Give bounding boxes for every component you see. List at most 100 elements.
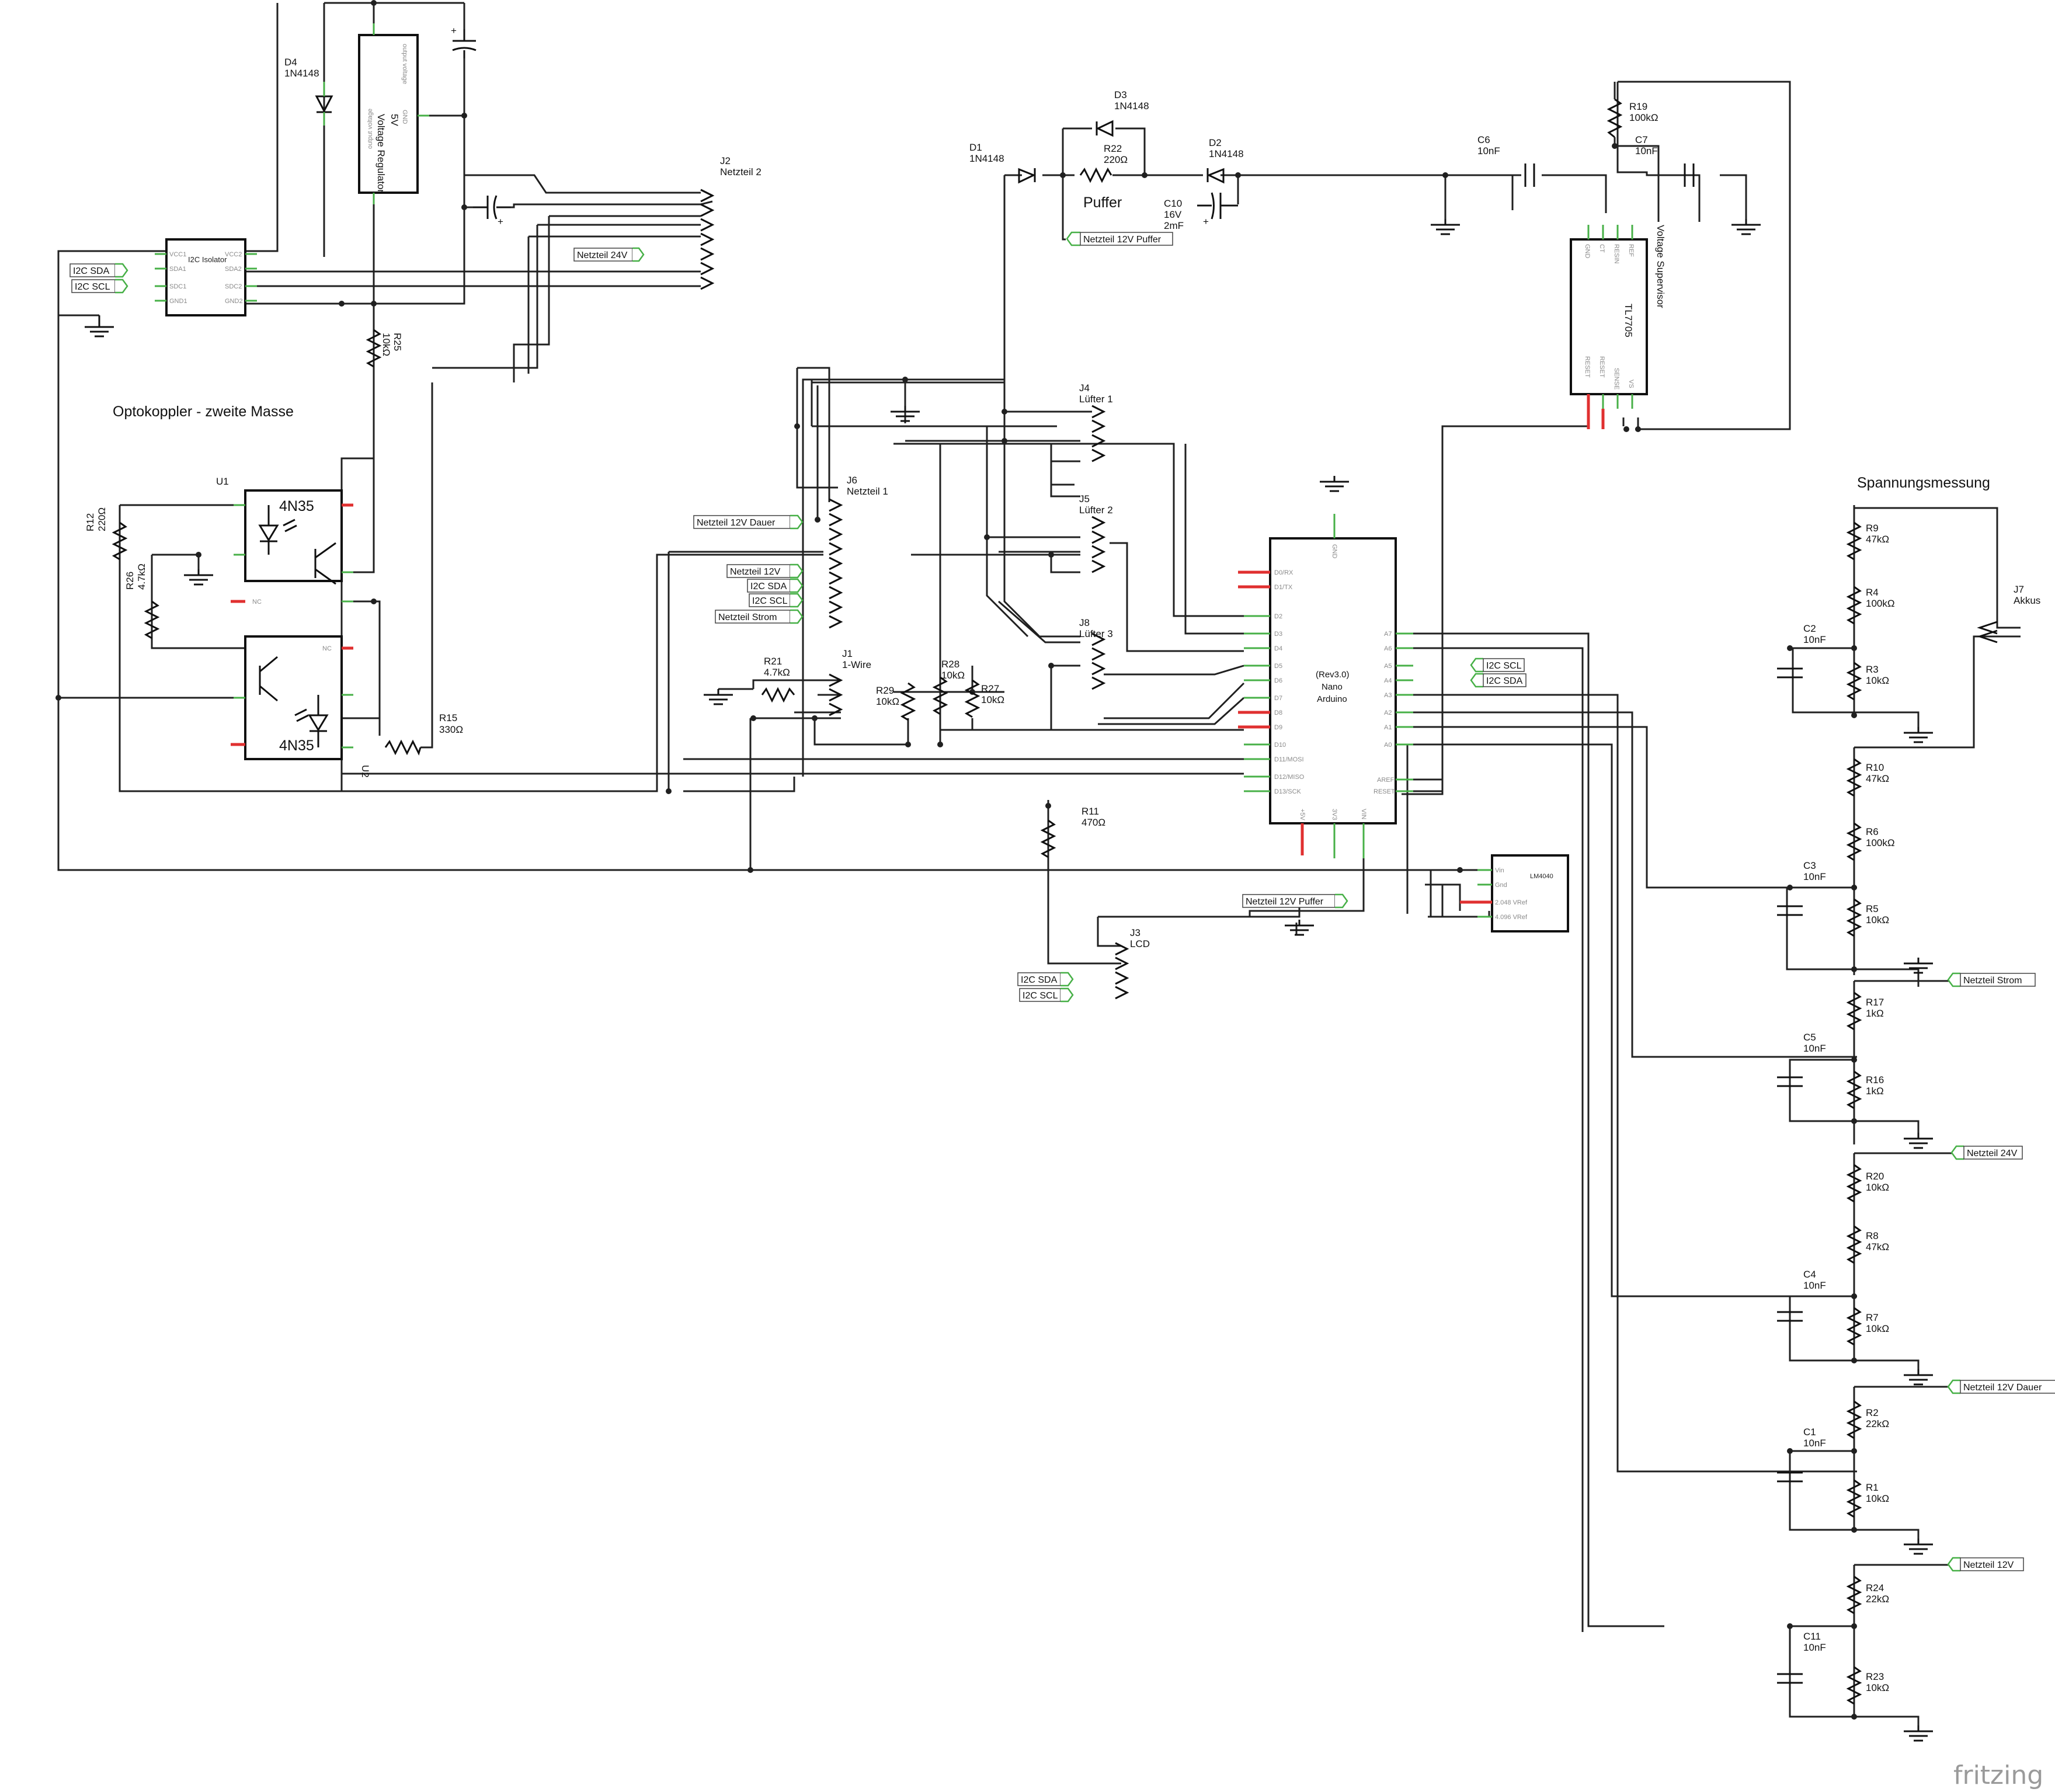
arduino-pin-5v: +5V [1299,809,1306,821]
ground-icon [891,406,920,422]
net-label-text: I2C SDA [1021,975,1058,985]
supervisor-pin-gnd: GND [1584,244,1591,259]
fritzing-logo: fritzing [1953,1760,2043,1790]
arduino-pin-a6: A6 [1384,645,1392,652]
arduino-pin-a0: A0 [1384,742,1392,749]
r24-ref: R24 [1866,1582,1884,1593]
r28-ref: R28 [941,659,959,670]
arduino-pin-3v3: 3V3 [1331,809,1338,820]
ground-icon [1904,727,1933,743]
arduino-pin-d7: D7 [1274,695,1282,702]
lm4040-pin-vin: Vin [1495,867,1504,874]
regulator-pin-gnd: GND [401,110,408,124]
arduino-pin-vin: VIN [1360,809,1367,819]
net-labels: I2C SDA I2C SCL Netzteil 24V Netzteil 12… [69,231,2055,1572]
arduino-subtitle: Nano [1322,682,1343,692]
r10-value: 47kΩ [1866,773,1889,784]
lm4040-pin-gnd: Gnd [1495,882,1507,889]
isolator-pin-gnd2: GND2 [225,298,243,305]
net-label-netzteil-strom-j6: Netzteil Strom [715,609,804,624]
arduino-pin-d12: D12/MISO [1274,774,1305,781]
capacitor-c7: C7 10nF [1635,134,1695,187]
ground-icon [1731,219,1761,235]
i2c-isolator: VCC1 SDA1 SDC1 GND1 VCC2 SDA2 SDC2 GND2 … [155,238,257,316]
c5-ref: C5 [1803,1032,1816,1043]
arduino-pin-d4: D4 [1274,645,1282,652]
r3-value: 10kΩ [1866,675,1889,686]
c3-value: 10nF [1803,871,1826,882]
r21-ref: R21 [764,656,782,667]
voltage-supervisor: GND CT RESIN REF RESET RESET SENSE VS TL… [1570,225,1666,429]
d2-value: 1N4148 [1209,148,1244,159]
net-label-netzteil-12v-right: Netzteil 12V [1947,1557,2024,1572]
supervisor-pin-ref: REF [1628,244,1635,257]
r12-value: 220Ω [96,507,107,531]
net-label-text: Netzteil 12V Puffer [1246,897,1324,907]
j3-ref: J3 [1130,927,1140,938]
u1-nc: NC [252,599,262,606]
c7-ref: C7 [1635,134,1648,145]
net-label-netzteil-12v-dauer-j6: Netzteil 12V Dauer [693,514,804,530]
c11-ref: C11 [1803,1631,1821,1642]
svg-text:+: + [498,216,503,227]
r17-ref: R17 [1866,997,1884,1008]
net-label-text: I2C SCL [75,282,110,292]
r19-value: 100kΩ [1629,112,1658,123]
c7-value: 10nF [1635,145,1658,156]
c11-value: 10nF [1803,1642,1826,1653]
connector-j1: J1 1-Wire [829,648,871,716]
arduino-pin-d2: D2 [1274,613,1282,620]
net-label-text: Netzteil 24V [577,250,628,260]
net-label-text: I2C SCL [1486,661,1522,671]
r24-value: 22kΩ [1866,1593,1889,1605]
net-label-text: Netzteil 12V Dauer [697,518,776,528]
diode-d3: D3 1N4148 [1096,89,1149,137]
supervisor-pin-ct: CT [1598,244,1605,253]
r4-ref: R4 [1866,587,1879,598]
net-label-i2c-scl-left: I2C SCL [71,279,128,294]
arduino-pin-d10: D10 [1274,742,1286,749]
resistor-r11: R11 470Ω [1040,806,1105,858]
net-label-netzteil-12v-dauer-right: Netzteil 12V Dauer [1947,1379,2055,1394]
j8-name: Lüfter 3 [1079,628,1113,639]
r22-value: 220Ω [1104,154,1128,165]
r29-value: 10kΩ [876,696,899,707]
r23-ref: R23 [1866,1671,1884,1682]
lm4040-pin-2048: 2.048 VRef [1495,899,1528,906]
resistor-r15: R15 330Ω [384,712,463,756]
arduino-pin-a1: A1 [1384,724,1392,731]
arduino-pin-d1: D1/TX [1274,584,1293,591]
r20-ref: R20 [1866,1171,1884,1182]
j3-name: LCD [1130,938,1150,949]
resistor-r21: R21 4.7kΩ [761,656,795,703]
r26-ref: R26 [124,572,135,590]
net-label-i2c-sda-j6: I2C SDA [747,578,804,593]
r15-ref: R15 [439,712,457,723]
isolator-pin-sdc2: SDC2 [225,283,242,290]
u1-part: 4N35 [279,498,314,514]
r22-ref: R22 [1104,143,1122,154]
diode-d2: D2 1N4148 [1206,137,1244,184]
j8-ref: J8 [1079,617,1090,628]
ground-icon [184,569,213,586]
arduino-pin-a4: A4 [1384,677,1392,684]
arduino-pin-reset: RESET [1374,788,1395,795]
u2-part: 4N35 [279,737,314,754]
r21-value: 4.7kΩ [764,667,790,678]
r16-value: 1kΩ [1866,1085,1884,1097]
lm4040-pin-4096: 4.096 VRef [1495,914,1528,921]
net-label-text: I2C SDA [1486,676,1523,686]
r1-ref: R1 [1866,1482,1879,1493]
resistor-r19: R19 100kΩ [1607,98,1658,138]
net-label-text: I2C SCL [752,596,788,606]
svg-text:+: + [1203,216,1209,227]
c10-value2: 2mF [1164,220,1184,231]
ground-icon [1904,1369,1933,1386]
r25-ref: R25 [392,333,403,351]
ground-icon [704,689,733,705]
net-label-i2c-sda-lcd: I2C SDA [1017,972,1074,987]
c6-ref: C6 [1477,134,1490,145]
arduino-pin-a7: A7 [1384,631,1392,638]
arduino-pin-a3: A3 [1384,692,1392,699]
j7-ref: J7 [2014,584,2024,595]
